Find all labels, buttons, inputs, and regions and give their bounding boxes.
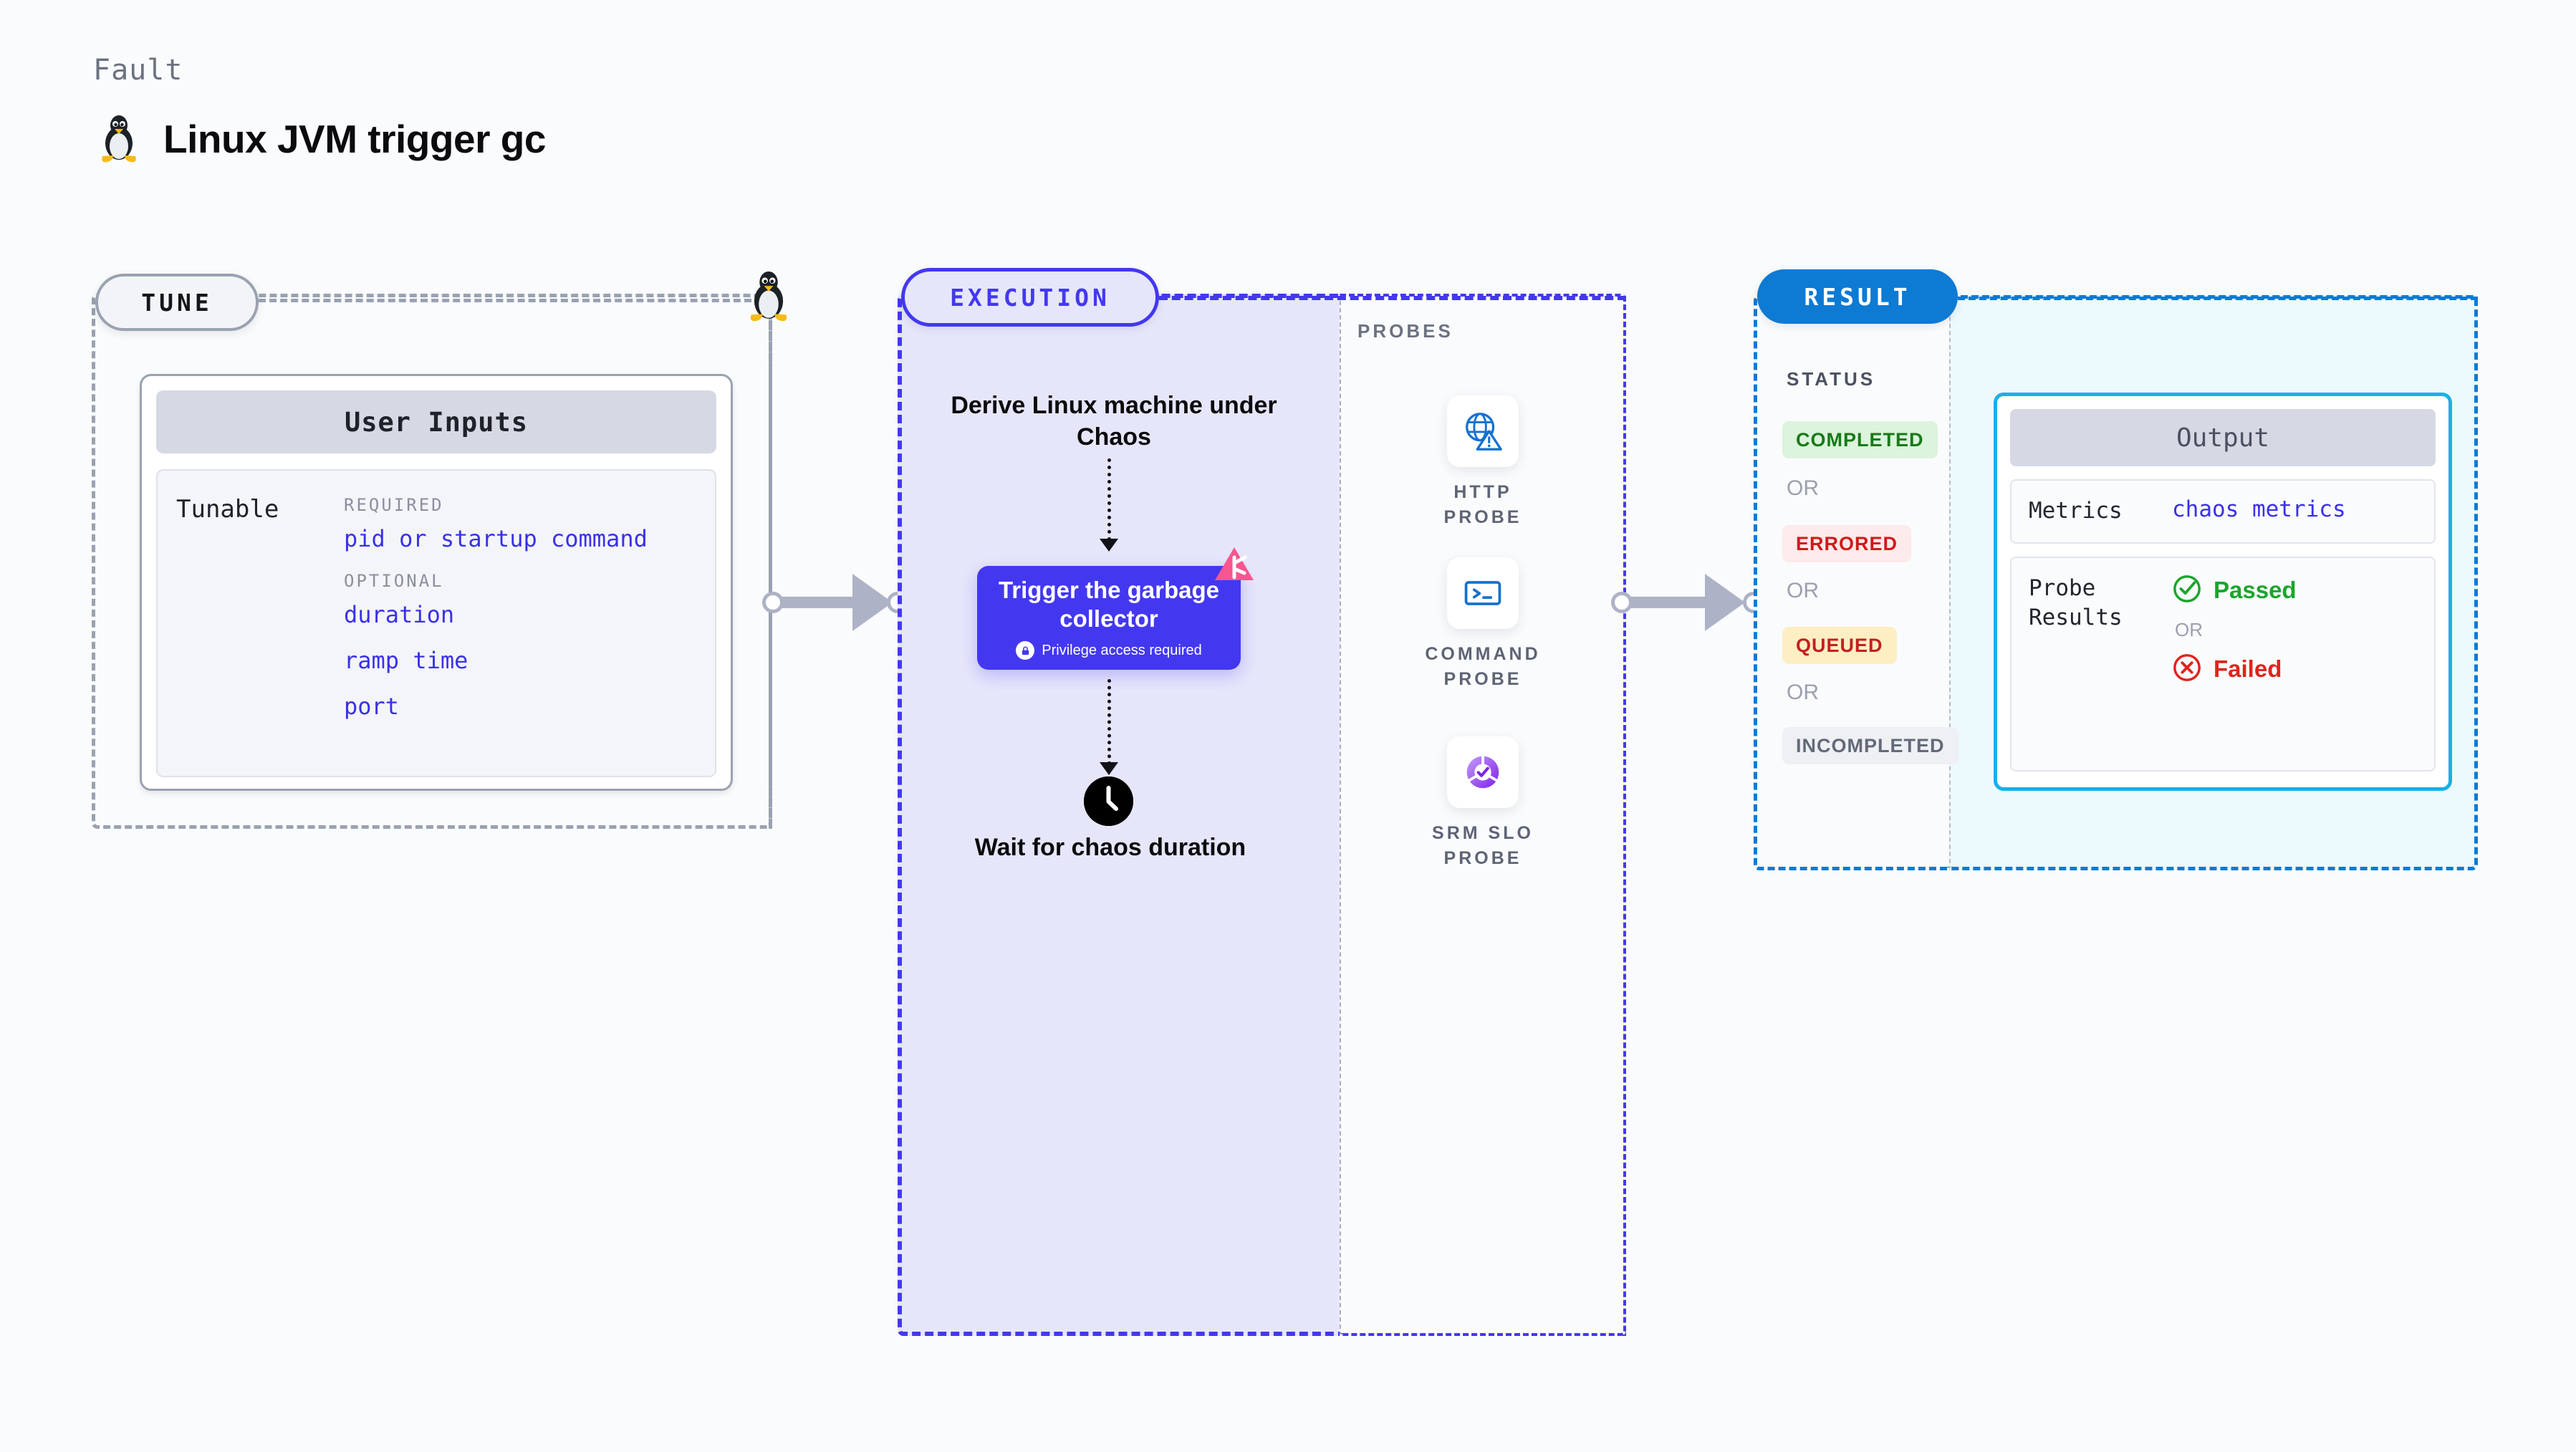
output-probe-results-values: Passed OR Failed: [2172, 574, 2297, 754]
tunable-item-pid[interactable]: pid or startup command: [344, 525, 648, 552]
probe-result-passed: Passed: [2172, 574, 2297, 607]
result-stage-pill[interactable]: RESULT: [1757, 269, 1958, 324]
page-title: Linux JVM trigger gc: [163, 117, 546, 161]
probe-srm-slo-label: SRM SLO PROBE: [1432, 823, 1534, 868]
output-probe-results-label: Probe Results: [2029, 574, 2123, 631]
x-circle-icon: [2172, 653, 2202, 686]
execution-step-wait-duration: Wait for chaos duration: [974, 834, 1246, 861]
execution-stage-pill[interactable]: EXECUTION: [901, 268, 1159, 327]
tunable-item-duration[interactable]: duration: [344, 601, 455, 628]
status-or-3: OR: [1787, 681, 1819, 704]
tunable-row-label: Tunable: [176, 495, 279, 524]
tunable-list: REQUIRED pid or startup command OPTIONAL…: [344, 495, 715, 776]
execution-arrow-2-head: [1100, 762, 1118, 775]
probes-title: PROBES: [1357, 320, 1453, 342]
connector-line: [774, 597, 856, 608]
check-circle-icon: [2172, 574, 2202, 607]
result-stage-boundary: [1754, 295, 1949, 870]
clock-icon: [1084, 777, 1133, 826]
status-badge-errored: ERRORED: [1782, 525, 1912, 562]
execution-arrow-1: [1107, 458, 1111, 541]
output-row-probe-results: Probe Results Passed OR: [2010, 556, 2436, 771]
probe-result-failed-label: Failed: [2214, 655, 2282, 683]
tune-pill-connector: [259, 299, 751, 302]
output-metrics-value[interactable]: chaos metrics: [2172, 496, 2346, 522]
probe-srm-slo[interactable]: SRM SLO PROBE: [1411, 736, 1554, 870]
probe-http[interactable]: HTTP PROBE: [1411, 395, 1554, 529]
status-or-1: OR: [1787, 476, 1819, 500]
status-badge-completed: COMPLETED: [1782, 421, 1938, 458]
srm-slo-probe-icon: [1447, 736, 1519, 808]
connector-start-dot: [1611, 592, 1633, 613]
tunable-item-port[interactable]: port: [344, 693, 400, 720]
linux-penguin-marker-icon: [747, 271, 790, 326]
lock-icon: [1016, 641, 1035, 660]
probe-result-failed: Failed: [2172, 653, 2297, 686]
output-card-title: Output: [2010, 409, 2436, 466]
tune-stage-pill[interactable]: TUNE: [95, 274, 259, 331]
page-title-row: Linux JVM trigger gc: [99, 115, 546, 163]
user-inputs-card: User Inputs Tunable REQUIRED pid or star…: [140, 374, 733, 791]
connector-start-dot: [762, 592, 784, 613]
probe-command-label: COMMAND PROBE: [1425, 644, 1541, 689]
probe-result-passed-label: Passed: [2214, 577, 2297, 604]
connector-line: [1622, 597, 1709, 608]
status-badge-queued: QUEUED: [1782, 627, 1897, 664]
execution-node-trigger-gc[interactable]: Trigger the garbage collector Privilege …: [977, 566, 1241, 670]
probe-http-label: HTTP PROBE: [1443, 482, 1522, 527]
probe-result-or: OR: [2175, 618, 2203, 640]
execution-pill-connector: [1159, 296, 1626, 300]
execution-node-privilege-row: Privilege access required: [1016, 641, 1202, 660]
connector-arrowhead: [852, 574, 893, 631]
probe-command[interactable]: COMMAND PROBE: [1411, 557, 1554, 691]
execution-arrow-2: [1107, 679, 1111, 765]
output-metrics-label: Metrics: [2029, 498, 2123, 524]
tunable-group-heading-optional: OPTIONAL: [344, 571, 444, 591]
result-status-title: STATUS: [1787, 368, 1876, 390]
execution-step-derive-machine: Derive Linux machine under Chaos: [951, 392, 1277, 451]
http-probe-icon: [1447, 395, 1519, 467]
user-inputs-title: User Inputs: [156, 390, 716, 453]
tunable-item-ramp-time[interactable]: ramp time: [344, 647, 468, 674]
connector-arrowhead: [1705, 574, 1745, 631]
status-badge-incompleted: INCOMPLETED: [1782, 727, 1959, 764]
execution-arrow-1-head: [1100, 539, 1118, 552]
execution-node-privilege-text: Privilege access required: [1042, 642, 1202, 658]
user-inputs-body: Tunable REQUIRED pid or startup command …: [156, 469, 716, 777]
status-or-2: OR: [1787, 579, 1819, 602]
probes-stage-boundary: [1340, 294, 1626, 1336]
output-card: Output Metrics chaos metrics Probe Resul…: [1994, 393, 2452, 791]
linux-penguin-icon: [99, 115, 139, 163]
tunable-group-heading-required: REQUIRED: [344, 495, 444, 515]
litmus-chaos-logo-icon: [1213, 546, 1255, 588]
output-row-metrics: Metrics chaos metrics: [2010, 479, 2436, 544]
tune-right-boundary: [769, 320, 772, 829]
command-probe-icon: [1447, 557, 1519, 629]
page-kicker: Fault: [93, 54, 183, 87]
result-pill-connector: [1958, 297, 2478, 300]
execution-node-title: Trigger the garbage collector: [998, 576, 1220, 632]
